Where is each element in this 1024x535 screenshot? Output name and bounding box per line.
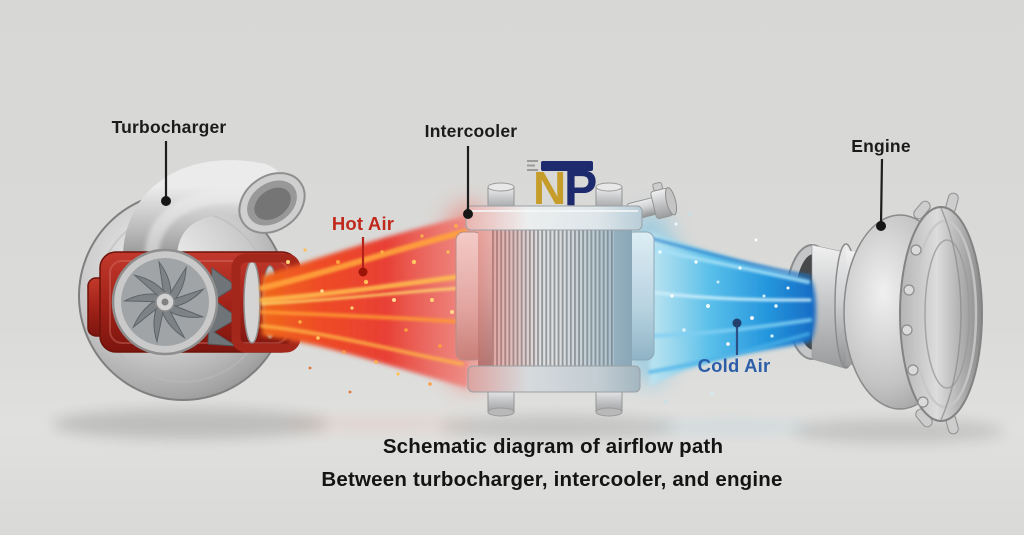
intercooler-illustration — [455, 181, 678, 417]
engine-bolt-heads — [901, 244, 929, 408]
hot-air-stream — [259, 216, 468, 394]
compressor-wheel — [111, 248, 219, 356]
caption-line-2: Between turbocharger, intercooler, and e… — [321, 468, 782, 491]
turbo-pipe-mouth — [238, 172, 306, 234]
hot-air-particles — [286, 224, 458, 394]
annotation-hot-air: Hot Air — [332, 213, 394, 277]
annotation-intercooler: Intercooler — [425, 121, 518, 219]
leader-dot-intercooler — [463, 209, 473, 219]
logo-letter-p: P — [564, 160, 597, 216]
caption: Schematic diagram of airflow path Betwee… — [321, 435, 782, 491]
brand-logo: N P — [527, 160, 597, 216]
leader-dot-turbocharger — [161, 196, 171, 206]
caption-line-1: Schematic diagram of airflow path — [383, 435, 723, 458]
cold-air-label: Cold Air — [698, 355, 771, 376]
intercooler-label: Intercooler — [425, 121, 518, 141]
leader-dot-hot-air — [358, 267, 368, 277]
annotation-cold-air: Cold Air — [698, 318, 771, 376]
logo-letter-n: N — [533, 162, 566, 214]
leader-dot-engine — [876, 221, 886, 231]
leader-dot-cold-air — [732, 318, 742, 328]
intercooler-core — [478, 226, 632, 368]
logo-fine-print — [527, 160, 538, 171]
intercooler-fitting — [626, 181, 678, 221]
annotation-turbocharger: Turbocharger — [112, 117, 227, 206]
engine-label: Engine — [851, 136, 911, 156]
turbocharger-illustration — [78, 160, 306, 401]
annotation-engine: Engine — [851, 136, 911, 231]
turbocharger-label: Turbocharger — [112, 117, 227, 137]
logo-bar — [541, 161, 593, 171]
hot-air-label: Hot Air — [332, 213, 394, 234]
cold-air-particles — [658, 212, 790, 404]
